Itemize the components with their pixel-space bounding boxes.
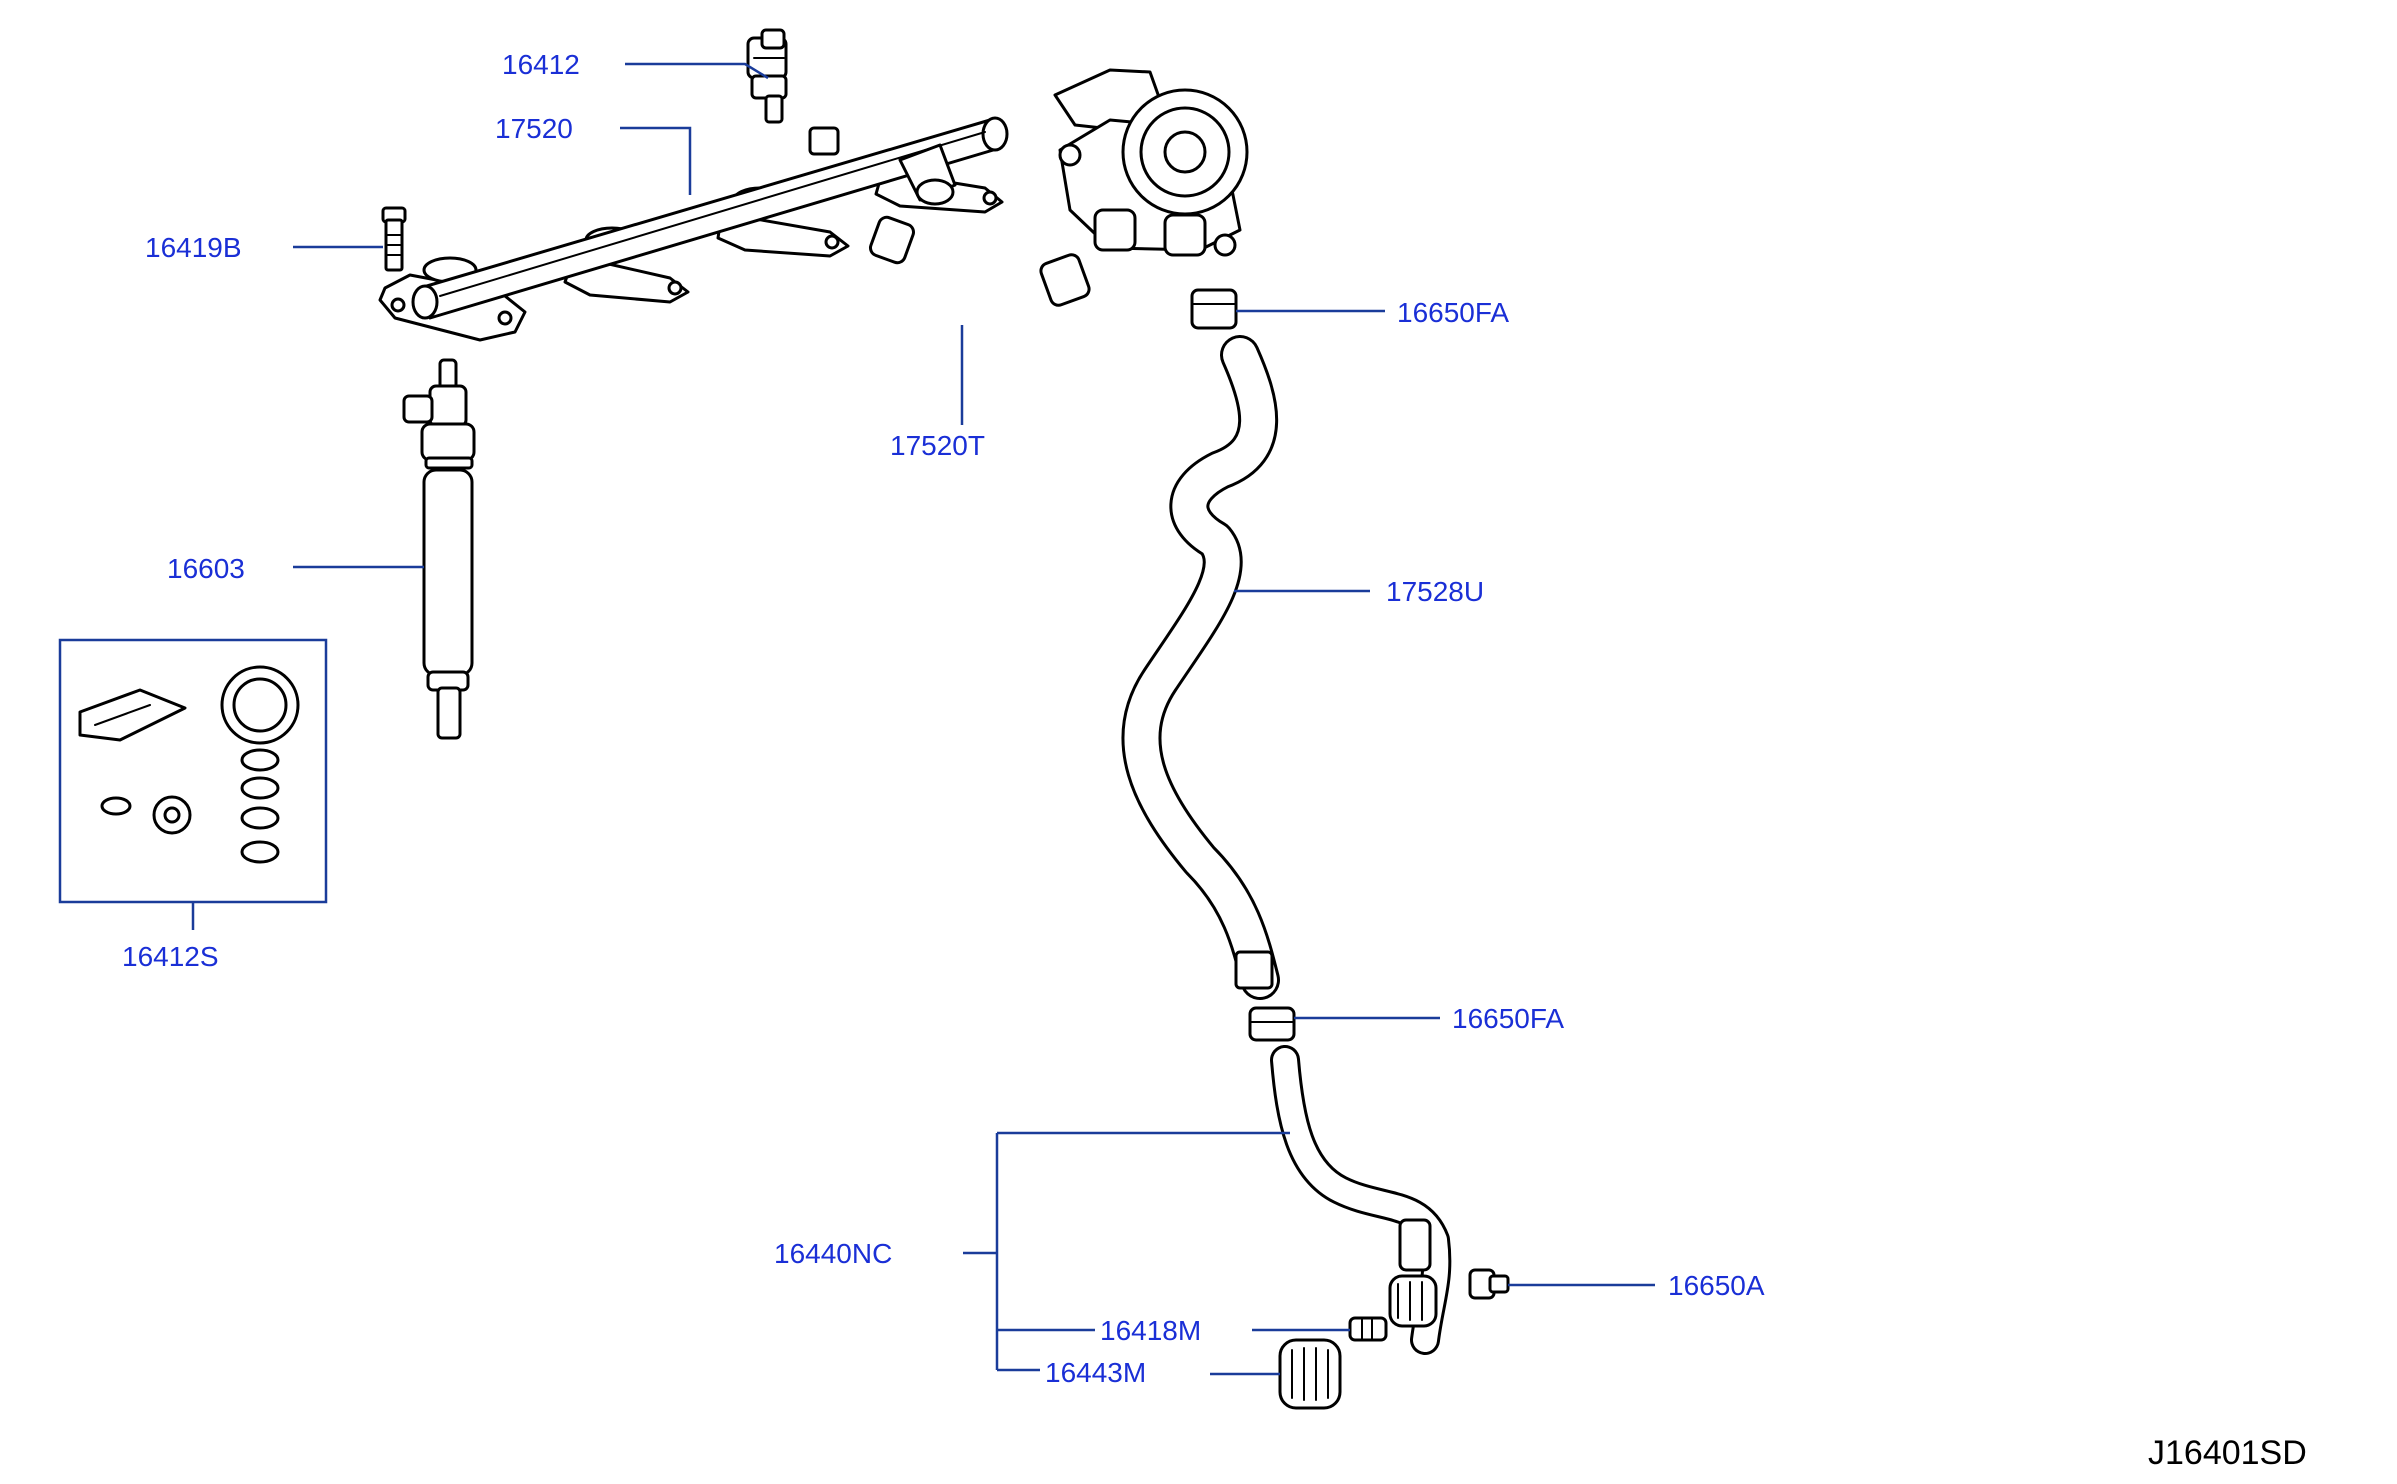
callout-16603[interactable]: 16603	[167, 553, 245, 584]
part-17520-fuel-rail[interactable]	[378, 116, 1009, 342]
part-17528U-hose[interactable]	[1121, 335, 1280, 1000]
callout-17520T[interactable]: 17520T	[890, 430, 985, 461]
callout-17528U[interactable]: 17528U	[1386, 576, 1484, 607]
part-16412S-seal-kit[interactable]	[58, 638, 328, 904]
part-16412-pressure-sensor[interactable]	[746, 28, 788, 124]
callout-16419B[interactable]: 16419B	[145, 232, 242, 263]
callout-16412[interactable]: 16412	[502, 49, 580, 80]
callout-17520[interactable]: 17520	[495, 113, 573, 144]
callout-16440NC[interactable]: 16440NC	[774, 1238, 892, 1269]
part-16418M-valve[interactable]	[1348, 1316, 1388, 1342]
callout-16418M[interactable]: 16418M	[1100, 1315, 1201, 1346]
callout-16412S[interactable]: 16412S	[122, 941, 219, 972]
part-17520T-fuel-tube[interactable]	[868, 215, 1091, 336]
callout-16650FA-mid[interactable]: 16650FA	[1452, 1003, 1564, 1034]
part-fuel-pump[interactable]	[1053, 68, 1249, 257]
callout-16443M[interactable]: 16443M	[1045, 1357, 1146, 1388]
callout-16650FA-top[interactable]: 16650FA	[1397, 297, 1509, 328]
diagram-id-code: J16401SD	[2148, 1434, 2307, 1472]
callout-16650A[interactable]: 16650A	[1668, 1270, 1765, 1301]
part-16603-injector[interactable]	[402, 358, 476, 740]
part-16419B-bolt[interactable]	[381, 206, 407, 272]
part-16650FA-clamp-mid[interactable]	[1248, 1006, 1296, 1042]
part-16443M-damper[interactable]	[1278, 1338, 1342, 1410]
part-16650FA-clamp-top[interactable]	[1190, 288, 1238, 330]
leader-lines	[191, 62, 1655, 1376]
part-16650A-clamp[interactable]	[1388, 1268, 1510, 1328]
